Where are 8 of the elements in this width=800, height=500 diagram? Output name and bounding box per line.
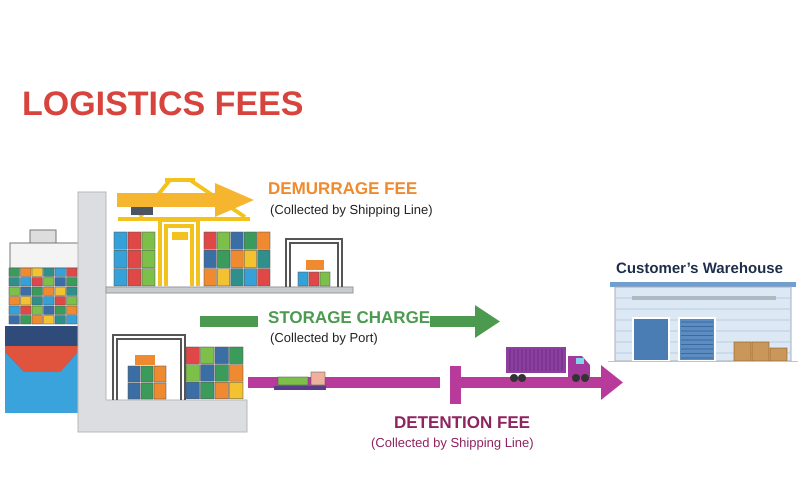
fee-heading: DEMURRAGE FEE — [268, 180, 418, 199]
fee-heading: STORAGE CHARGE — [268, 309, 430, 328]
title: LOGISTICS FEES — [22, 86, 304, 124]
fee-heading: DETENTION FEE — [394, 414, 530, 433]
warehouse-label: Customer’s Warehouse — [616, 260, 783, 277]
fee-note: (Collected by Port) — [270, 331, 378, 346]
fee-note: (Collected by Shipping Line) — [270, 203, 433, 218]
fee-note: (Collected by Shipping Line) — [371, 436, 534, 450]
